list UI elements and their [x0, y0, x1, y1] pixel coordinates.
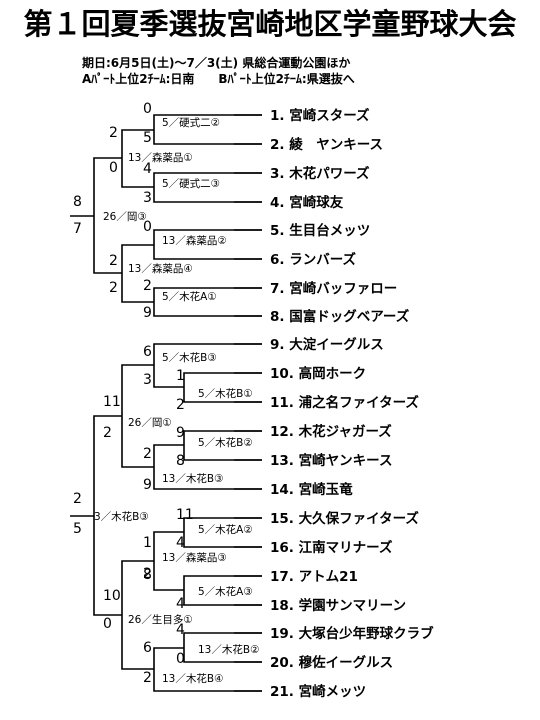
- score: 8: [73, 194, 82, 210]
- score: 7: [73, 221, 82, 237]
- match-annotation: 5／木花B②: [198, 436, 253, 449]
- team-name: 14. 宮崎玉竜: [270, 481, 353, 498]
- score: 9: [143, 477, 152, 493]
- match-annotation: 5／硬式二③: [162, 177, 220, 190]
- team-name: 12. 木花ジャガーズ: [270, 423, 392, 440]
- match-annotation: 5／木花A③: [198, 585, 253, 598]
- score: 5: [143, 130, 152, 146]
- score: 2: [109, 280, 118, 296]
- match-annotation: 13／森薬品①: [128, 151, 193, 164]
- match-annotation: 5／木花B③: [162, 351, 217, 364]
- score: 2: [109, 253, 118, 269]
- score: 8: [176, 453, 185, 469]
- score: 4: [176, 535, 185, 551]
- score: 10: [103, 588, 121, 604]
- score: 0: [176, 651, 185, 667]
- score: 4: [176, 622, 185, 638]
- match-annotation: 13／森薬品②: [162, 234, 227, 247]
- match-annotation: 5／木花A①: [162, 290, 217, 303]
- team-name: 4. 宮崎球友: [270, 194, 344, 211]
- score: 2: [143, 566, 152, 582]
- match-annotation: 5／木花B①: [198, 387, 253, 400]
- score: 0: [143, 219, 152, 235]
- match-annotation: 5／硬式二②: [162, 116, 220, 129]
- score: 2: [109, 125, 118, 141]
- team-name: 7. 宮崎バッファロー: [270, 280, 397, 297]
- match-annotation: 26／岡③: [103, 211, 147, 223]
- match-annotation: 3／木花B③: [94, 510, 149, 523]
- team-name: 19. 大塚台少年野球クラブ: [270, 625, 434, 642]
- match-annotation: 5／木花A②: [198, 523, 253, 536]
- score: 3: [143, 372, 152, 388]
- score: 2: [73, 491, 82, 507]
- team-name: 9. 大淀イーグルス: [270, 336, 384, 353]
- score: 2: [143, 670, 152, 686]
- match-annotation: 13／森薬品④: [128, 262, 193, 275]
- team-name: 16. 江南マリナーズ: [270, 539, 393, 556]
- team-name: 3. 木花パワーズ: [270, 165, 370, 182]
- team-name: 21. 宮崎メッツ: [270, 683, 366, 700]
- match-annotation: 13／木花B②: [198, 643, 259, 656]
- bracket-line: [153, 343, 262, 388]
- qualification-info: Aﾊﾟｰﾄ上位2ﾁｰﾑ:日南 Bﾊﾟｰﾄ上位2ﾁｰﾑ:県選抜へ: [82, 72, 355, 86]
- score: 11: [176, 507, 194, 523]
- score: 4: [143, 161, 152, 177]
- score: 1: [143, 535, 152, 551]
- team-name: 5. 生目台メッツ: [270, 222, 370, 239]
- score: 3: [143, 190, 152, 206]
- team-name: 6. ランバーズ: [270, 251, 357, 268]
- match-annotation: 13／木花B③: [162, 472, 223, 485]
- match-annotation: 26／生目多①: [128, 613, 193, 626]
- match-annotation: 26／岡①: [128, 417, 172, 429]
- team-name: 15. 大久保ファイターズ: [270, 510, 419, 527]
- score: 2: [103, 425, 112, 441]
- team-name: 1. 宮崎スターズ: [270, 107, 370, 124]
- team-name: 11. 浦之名ファイターズ: [270, 394, 419, 411]
- score: 2: [143, 446, 152, 462]
- team-name: 2. 綾 ヤンキース: [270, 136, 383, 153]
- score: 5: [73, 521, 82, 537]
- score: 9: [176, 425, 185, 441]
- score: 9: [143, 305, 152, 321]
- tournament-title: 第１回夏季選抜宮崎地区学童野球大会: [23, 7, 517, 41]
- match-annotation: 13／木花B④: [162, 672, 223, 685]
- score: 6: [143, 344, 152, 360]
- score: 4: [176, 596, 185, 612]
- schedule-info: 期日:6月5日(土)～7／3(土) 県総合運動公園ほか: [82, 56, 351, 70]
- score: 2: [143, 278, 152, 294]
- team-name: 13. 宮崎ヤンキース: [270, 452, 392, 469]
- score: 0: [143, 101, 152, 117]
- team-name: 17. アトム21: [270, 569, 358, 585]
- team-name: 18. 学園サンマリーン: [270, 597, 406, 614]
- team-name: 10. 高岡ホーク: [270, 365, 366, 382]
- score: 8: [143, 567, 152, 583]
- score: 11: [103, 394, 121, 410]
- score: 1: [176, 368, 185, 384]
- team-name: 20. 穆佐イーグルス: [270, 654, 393, 671]
- score: 2: [176, 397, 185, 413]
- score: 0: [109, 160, 118, 176]
- match-annotation: 13／森薬品③: [162, 551, 227, 564]
- team-name: 8. 国富ドッグベアーズ: [270, 308, 410, 325]
- score: 0: [103, 616, 112, 632]
- score: 6: [143, 640, 152, 656]
